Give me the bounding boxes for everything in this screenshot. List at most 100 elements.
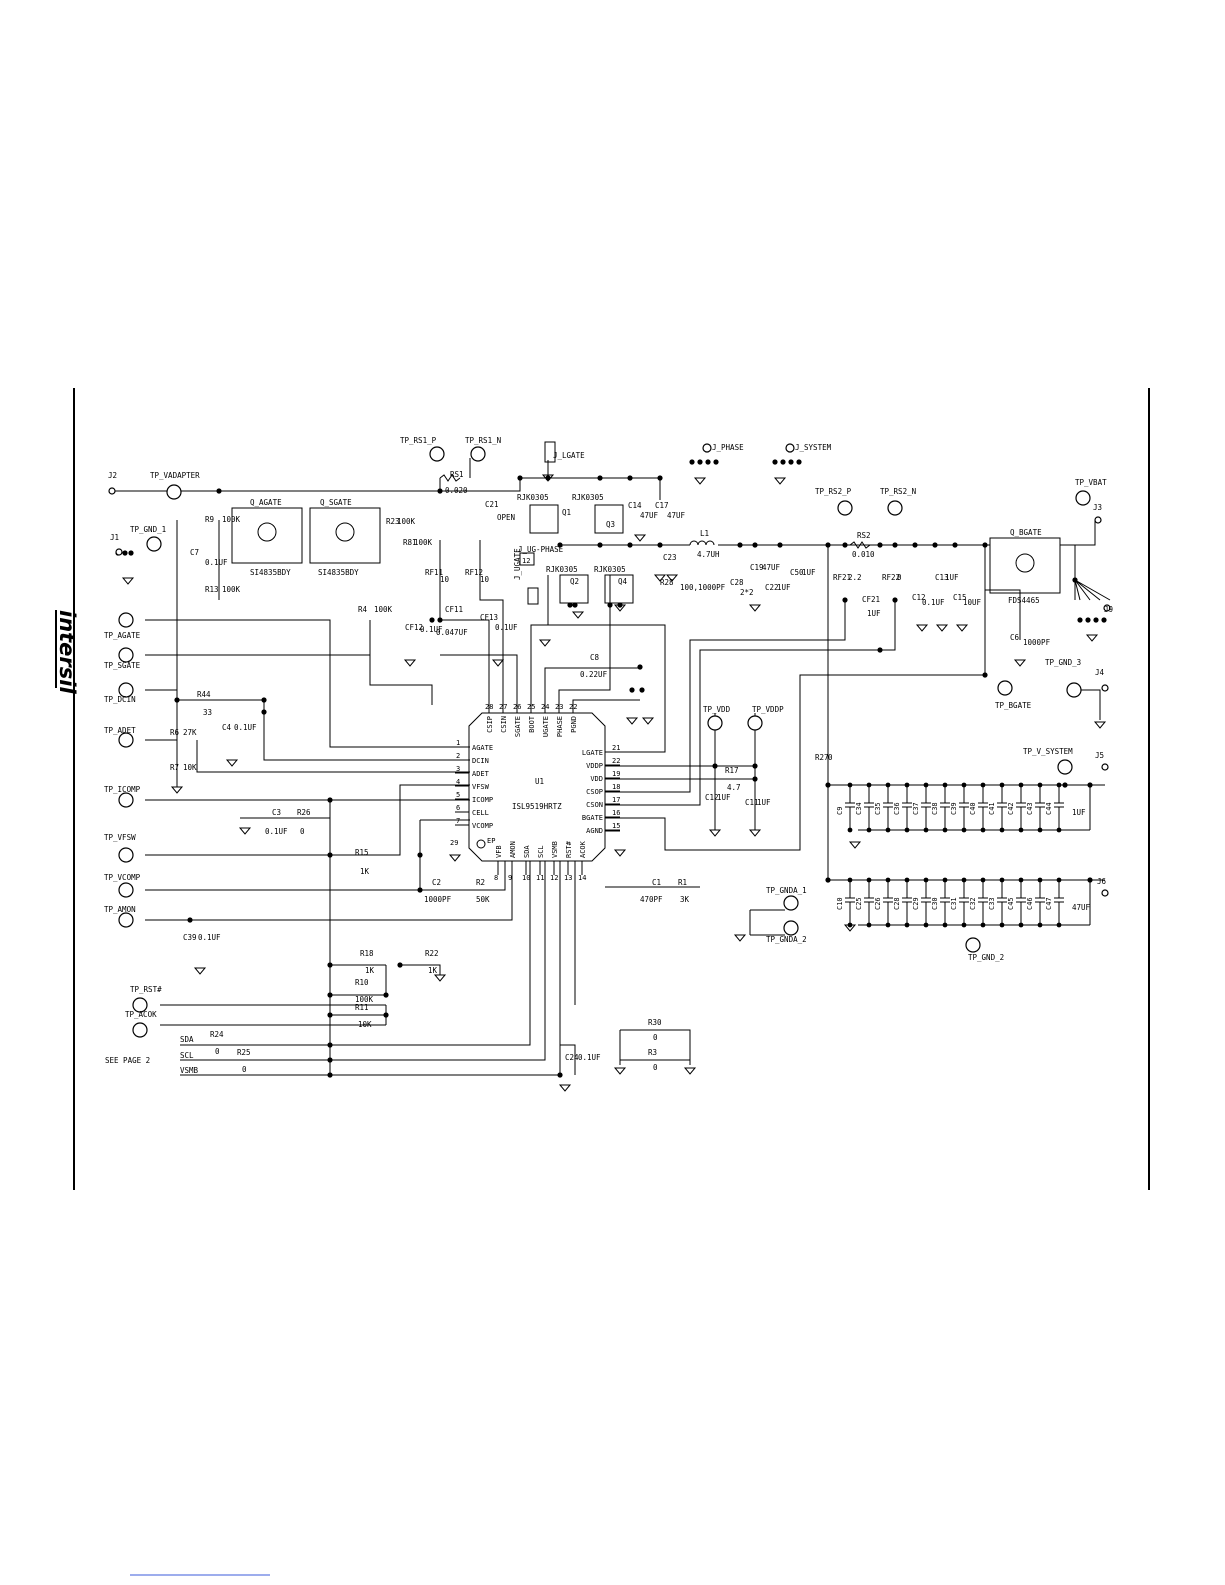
cf12-label: CF12 [405,623,423,632]
jack-jlgate[interactable] [544,441,556,463]
c13-val: 1UF [945,573,959,582]
tp-gnd3-circle[interactable] [1066,682,1082,698]
ground-icon [733,934,747,942]
r7-label: R7 [170,763,179,772]
junction-dot [327,1012,333,1018]
tp-vfsw-circle[interactable] [118,847,134,863]
junction-dot [1018,827,1024,833]
tp-icomp-circle[interactable] [118,792,134,808]
tp-bgate-circle[interactable] [997,680,1013,696]
junction-dot [892,542,898,548]
ep-pad-num: 29 [450,839,458,847]
cap-ref: C34 [855,802,863,815]
cf13-val: 0.1UF [495,623,518,632]
r28-label: R28 [660,578,674,587]
ic-u1: U1 ISL9519HRTZ 1AGATE2DCIN3ADET4VFSW5ICO… [450,700,620,882]
junction-dot [952,542,958,548]
ic-pin-num: 3 [456,765,460,773]
tp-gnd2-circle[interactable] [965,937,981,953]
tp-adet-circle[interactable] [118,732,134,748]
tp-sgate-circle[interactable] [118,647,134,663]
junction-dot [923,922,929,928]
junction-dot [904,782,910,788]
junction-dot [942,782,948,788]
c23-label: C23 [663,553,677,562]
ground-icon [403,659,417,667]
tp-agate-circle[interactable] [118,612,134,628]
r6-val: 27K [183,728,197,737]
ic-pin-name: CSIN [500,716,508,733]
junction-dot [842,542,848,548]
ground-icon [225,759,239,767]
jack-jphase[interactable] [702,443,712,453]
junction-dot [1037,827,1043,833]
jack-j2[interactable] [108,487,116,495]
junction-dot [847,827,853,833]
tp-vddp-circle[interactable] [747,715,763,731]
junction-dot [713,459,719,465]
cap-ref: C25 [855,897,863,910]
tp-vcomp-circle[interactable] [118,882,134,898]
tp-gnda1-circle[interactable] [783,895,799,911]
j5-label: J5 [1095,751,1104,760]
junction-dot [885,877,891,883]
tp-vfsw-label: TP_VFSW [104,833,136,842]
tp-dcin-circle[interactable] [118,682,134,698]
q1-label: Q1 [562,508,571,517]
ground-icon [433,974,447,982]
tp-amon-circle[interactable] [118,912,134,928]
r11-label: R11 [355,1003,369,1012]
tp-rs1n-circle[interactable] [470,446,486,462]
tp-bgate-label: TP_BGATE [995,701,1032,710]
jack-j1[interactable] [115,548,123,556]
c17-label: C17 [655,501,669,510]
ic-pin-name: BGATE [582,814,603,822]
jack-jugphase[interactable] [519,552,535,566]
junction-dot [1037,782,1043,788]
ground-icon [448,854,462,862]
junction-dot [417,852,423,858]
junction-dot [982,672,988,678]
jack-jugate[interactable] [527,587,539,605]
tp-acok-circle[interactable] [132,1022,148,1038]
junction-dot [752,776,758,782]
junction-dot [397,962,403,968]
jack-j9[interactable] [1103,604,1111,612]
junction-dot [961,877,967,883]
q2-body [559,574,589,604]
tp-gnd1-circle[interactable] [146,536,162,552]
tp-rst-circle[interactable] [132,997,148,1013]
tp-vbat-circle[interactable] [1075,490,1091,506]
junction-dot [639,687,645,693]
intersil-logo: intersil [55,610,79,694]
q-agate-body [231,507,303,564]
tp-vdd-circle[interactable] [707,715,723,731]
tp-rs1p-circle[interactable] [429,446,445,462]
r2-label: R2 [476,878,485,887]
q-agate-label: Q_AGATE [250,498,282,507]
jack-jsystem[interactable] [785,443,795,453]
ic-pin-num: 11 [536,874,544,882]
jack-j3[interactable] [1094,516,1102,524]
tp-vadapter-circle[interactable] [166,484,182,500]
tp-icomp-label: TP_ICOMP [104,785,141,794]
r23-label: R23 [386,517,400,526]
ground-icon [613,1067,627,1075]
junction-dot [980,922,986,928]
cap-ref: C38 [931,802,939,815]
ic-pin-num: 7 [456,817,460,825]
jack-j6[interactable] [1101,889,1109,897]
tp-rs2p-circle[interactable] [837,500,853,516]
jack-j4[interactable] [1101,684,1109,692]
c23-val: 100,1000PF [680,583,726,592]
ic-pin-num: 1 [456,739,460,747]
q4-label: Q4 [618,577,628,586]
tp-rs2n-circle[interactable] [887,500,903,516]
ic-pin-num: 15 [612,822,620,830]
cap-ref: C47 [1045,897,1053,910]
ic-pin-name: ICOMP [472,796,493,804]
tp-gnda2-circle[interactable] [783,920,799,936]
jack-j5[interactable] [1101,763,1109,771]
tp-vsystem-circle[interactable] [1057,759,1073,775]
